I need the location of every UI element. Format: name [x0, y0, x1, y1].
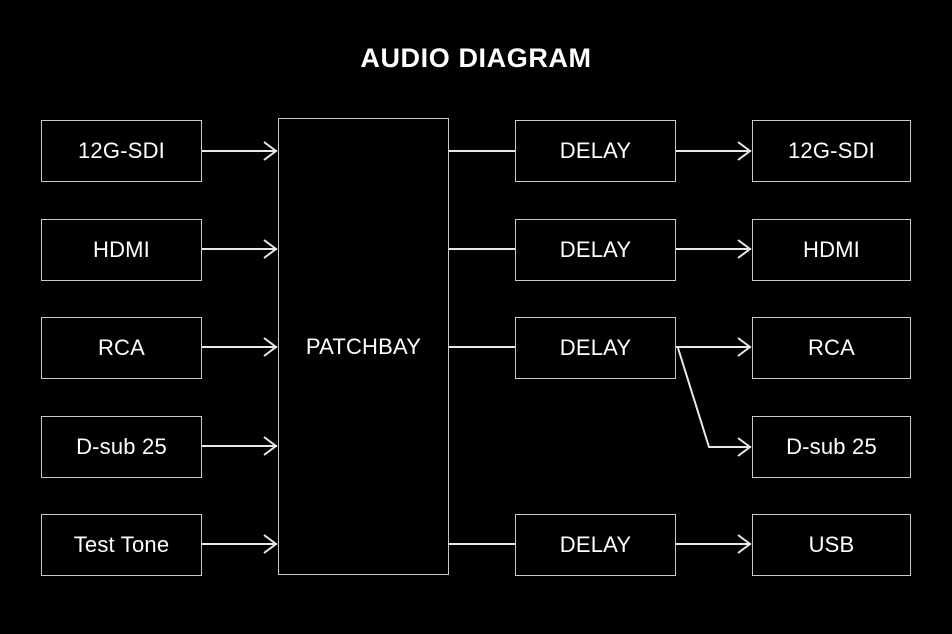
delay-node-label: DELAY — [559, 237, 632, 262]
output-node-label: USB — [808, 532, 855, 557]
wire-delay-1-to-output-12g-sdi — [676, 141, 752, 161]
wire-delay-4-to-output-usb — [676, 534, 752, 554]
wire-delay-2-to-output-hdmi — [676, 239, 752, 259]
wire-input-test-tone-to-patchbay — [202, 534, 278, 554]
wire-delay-3-to-output-rca — [676, 337, 752, 357]
input-node-label: RCA — [97, 335, 146, 360]
output-node-12g-sdi[interactable]: 12G-SDI — [752, 120, 911, 182]
input-node-dsub25[interactable]: D-sub 25 — [41, 416, 202, 478]
wire-delay-3-to-output-dsub25 — [677, 347, 752, 457]
delay-node-4[interactable]: DELAY — [515, 514, 676, 576]
delay-node-2[interactable]: DELAY — [515, 219, 676, 281]
delay-node-label: DELAY — [559, 138, 632, 163]
patchbay-node-label: PATCHBAY — [305, 333, 422, 359]
delay-node-label: DELAY — [559, 532, 632, 557]
delay-node-3[interactable]: DELAY — [515, 317, 676, 379]
input-node-hdmi[interactable]: HDMI — [41, 219, 202, 281]
output-node-usb[interactable]: USB — [752, 514, 911, 576]
output-node-label: HDMI — [802, 237, 860, 262]
wire-input-dsub25-to-patchbay — [202, 436, 278, 456]
output-node-rca[interactable]: RCA — [752, 317, 911, 379]
patchbay-node[interactable]: PATCHBAY — [278, 118, 449, 575]
page-title: AUDIO DIAGRAM — [360, 43, 592, 73]
wire-input-rca-to-patchbay — [202, 337, 278, 357]
input-node-label: 12G-SDI — [78, 138, 165, 163]
output-node-dsub25[interactable]: D-sub 25 — [752, 416, 911, 478]
delay-node-1[interactable]: DELAY — [515, 120, 676, 182]
input-node-label: Test Tone — [73, 532, 170, 557]
delay-node-label: DELAY — [559, 335, 632, 360]
input-node-rca[interactable]: RCA — [41, 317, 202, 379]
input-node-test-tone[interactable]: Test Tone — [41, 514, 202, 576]
input-node-12g-sdi[interactable]: 12G-SDI — [41, 120, 202, 182]
input-node-label: HDMI — [92, 237, 150, 262]
output-node-hdmi[interactable]: HDMI — [752, 219, 911, 281]
output-node-label: 12G-SDI — [788, 138, 875, 163]
output-node-label: RCA — [807, 335, 856, 360]
input-node-label: D-sub 25 — [76, 434, 167, 459]
wire-input-12g-sdi-to-patchbay — [202, 141, 278, 161]
wire-input-hdmi-to-patchbay — [202, 239, 278, 259]
output-node-label: D-sub 25 — [786, 434, 877, 459]
